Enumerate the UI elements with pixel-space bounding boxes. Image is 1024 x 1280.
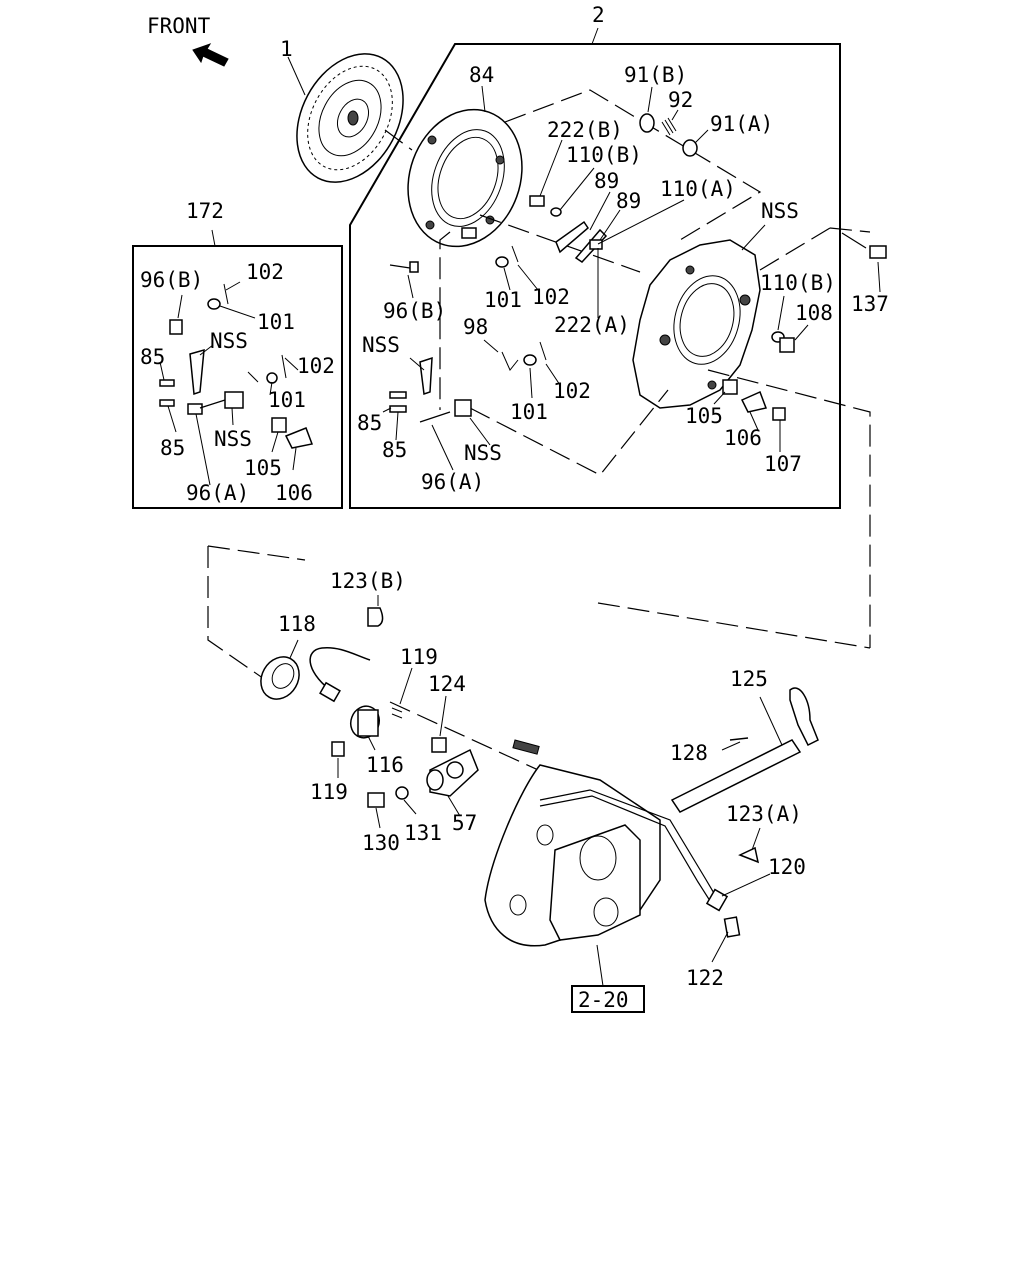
label-57: 57	[452, 811, 477, 835]
label-110b-top: 110(B)	[566, 143, 642, 167]
label-130: 130	[362, 831, 400, 855]
leader-lines-box	[159, 281, 299, 486]
label-120: 120	[768, 855, 806, 879]
label-128: 128	[670, 741, 708, 765]
label-123b: 123(B)	[330, 569, 406, 593]
label-222a: 222(A)	[554, 313, 630, 337]
label-124: 124	[428, 672, 466, 696]
label-125: 125	[730, 667, 768, 691]
label-106-box: 106	[275, 481, 313, 505]
clutch-cover	[632, 239, 761, 409]
label-107: 107	[764, 452, 802, 476]
label-nss-right: NSS	[761, 199, 799, 223]
label-96a-box: 96(A)	[186, 481, 249, 505]
label-102-b: 102	[553, 379, 591, 403]
label-102-box-a: 102	[246, 260, 284, 284]
label-2: 2	[592, 3, 605, 27]
label-89-b: 89	[616, 189, 641, 213]
label-102-box-b: 102	[297, 354, 335, 378]
release-lever-kit-box	[132, 245, 343, 509]
label-122: 122	[686, 966, 724, 990]
label-101-box-a: 101	[257, 310, 295, 334]
label-123a: 123(A)	[726, 802, 802, 826]
part-labels: 2 1 84 91(B) 92 91(A) 222(B) 110(B) 89 8…	[140, 3, 889, 990]
label-101-b: 101	[510, 400, 548, 424]
leader-lines-main	[382, 86, 881, 471]
release-bearing	[260, 656, 300, 700]
cross-shaft	[670, 687, 819, 813]
label-116: 116	[366, 753, 404, 777]
label-91a: 91(A)	[710, 112, 773, 136]
small-parts-main	[389, 113, 887, 423]
label-105-main: 105	[685, 404, 723, 428]
label-nss-box2: NSS	[214, 427, 252, 451]
label-131: 131	[404, 821, 442, 845]
label-85-box-b: 85	[160, 436, 185, 460]
reference-box-label: 2-20	[578, 988, 629, 1012]
label-101-a: 101	[484, 288, 522, 312]
label-172: 172	[186, 199, 224, 223]
label-119-b: 119	[310, 780, 348, 804]
small-parts-box	[159, 283, 314, 449]
clutch-housing	[484, 739, 661, 947]
label-85-box-a: 85	[140, 345, 165, 369]
release-fork	[426, 748, 479, 797]
label-nss-main2: NSS	[464, 441, 502, 465]
label-96b-main: 96(B)	[383, 299, 446, 323]
front-label: FRONT	[147, 14, 211, 38]
label-89-a: 89	[594, 169, 619, 193]
label-85-b: 85	[382, 438, 407, 462]
grease-pipe	[539, 789, 729, 912]
label-98: 98	[463, 315, 488, 339]
label-222b: 222(B)	[547, 118, 623, 142]
pressure-plate-assembly-frame	[349, 43, 841, 509]
label-106-main: 106	[724, 426, 762, 450]
label-110b-right: 110(B)	[760, 271, 836, 295]
label-nss-main: NSS	[362, 333, 400, 357]
label-85-a: 85	[357, 411, 382, 435]
label-119-a: 119	[400, 645, 438, 669]
label-101-box-b: 101	[268, 388, 306, 412]
label-1: 1	[280, 37, 293, 61]
label-84: 84	[469, 63, 494, 87]
label-110a: 110(A)	[660, 177, 736, 201]
clutch-disc	[296, 53, 404, 183]
label-96b-box: 96(B)	[140, 268, 203, 292]
label-91b: 91(B)	[624, 63, 687, 87]
label-102-a: 102	[532, 285, 570, 309]
pressure-plate	[407, 108, 523, 248]
label-137: 137	[851, 292, 889, 316]
reference-box	[571, 985, 645, 1013]
grease-hose	[309, 646, 371, 703]
label-108: 108	[795, 301, 833, 325]
label-92: 92	[668, 88, 693, 112]
label-105-box: 105	[244, 456, 282, 480]
release-sleeve	[350, 705, 380, 739]
label-118: 118	[278, 612, 316, 636]
front-arrow-icon	[192, 43, 229, 67]
label-96a-main: 96(A)	[421, 470, 484, 494]
label-nss-box: NSS	[210, 329, 248, 353]
